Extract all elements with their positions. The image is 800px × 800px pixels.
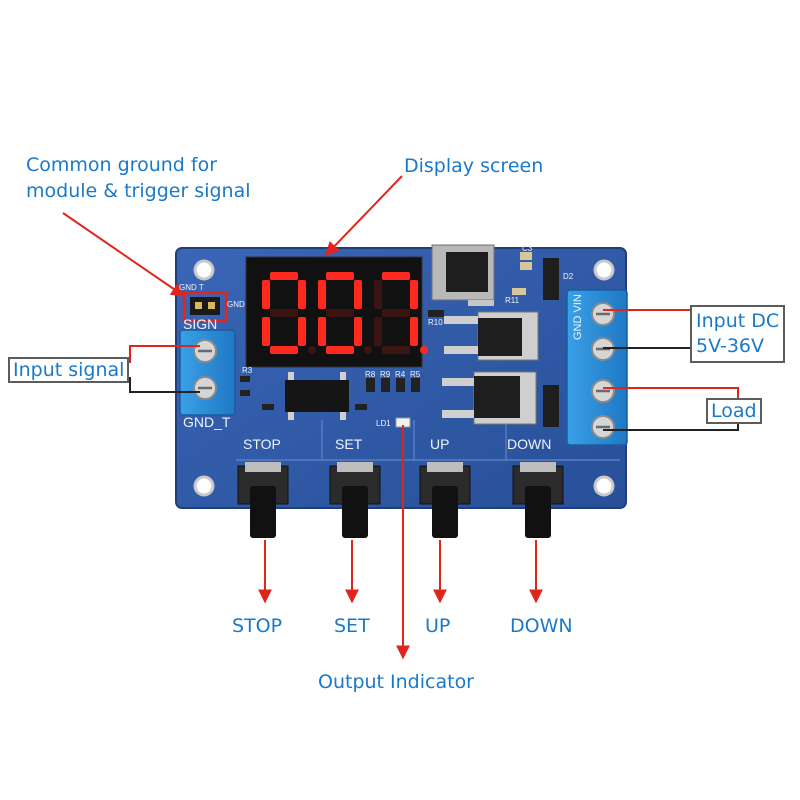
label-up-button: UP bbox=[425, 615, 451, 637]
display-segment bbox=[382, 346, 410, 354]
callout-input-dc: Input DC 5V-36V bbox=[690, 305, 786, 363]
header-pins bbox=[182, 291, 228, 323]
label-set-button: SET bbox=[334, 615, 370, 637]
silk-r8: R8 bbox=[365, 370, 376, 379]
callout-output-indicator: Output Indicator bbox=[318, 671, 474, 693]
tactile-button-set[interactable] bbox=[329, 462, 381, 538]
tactile-button-up[interactable] bbox=[419, 462, 471, 538]
mounting-hole bbox=[593, 475, 615, 497]
display-segment bbox=[270, 272, 298, 280]
display-segment bbox=[270, 346, 298, 354]
silk-gnd-header-right: GND bbox=[227, 300, 245, 309]
callout-arrows bbox=[62, 175, 543, 660]
silk-gnd-vin: GND VIN bbox=[572, 294, 584, 340]
callout-input-dc-line-2: 5V-36V bbox=[696, 335, 765, 357]
display-segment bbox=[326, 346, 354, 354]
display-segment bbox=[298, 317, 306, 346]
silk-sign: SIGN bbox=[183, 316, 218, 332]
silk-r9: R9 bbox=[380, 370, 391, 379]
silk-stop: STOP bbox=[243, 436, 281, 452]
silk-set: SET bbox=[335, 436, 363, 452]
display-segment bbox=[262, 317, 270, 346]
callout-input-dc-line-1: Input DC bbox=[696, 310, 780, 332]
components bbox=[240, 244, 559, 428]
callout-common-ground: Common ground for module & trigger signa… bbox=[26, 152, 251, 204]
display-decimal-point bbox=[420, 346, 428, 354]
display-segment bbox=[382, 309, 410, 317]
display-segment bbox=[354, 317, 362, 346]
display-segment bbox=[354, 280, 362, 309]
seven-segment-display bbox=[245, 256, 428, 368]
display-segment bbox=[326, 272, 354, 280]
signal-terminal-block bbox=[179, 329, 236, 416]
silk-d2: D2 bbox=[563, 272, 574, 281]
silk-r10: R10 bbox=[428, 318, 443, 327]
mounting-hole bbox=[193, 259, 215, 281]
display-segment bbox=[318, 317, 326, 346]
silk-r5: R5 bbox=[410, 370, 421, 379]
display-decimal-point bbox=[308, 346, 316, 354]
silk-r4: R4 bbox=[395, 370, 406, 379]
silk-r3: R3 bbox=[242, 366, 253, 375]
silk-gnd-t-header: GND T bbox=[179, 283, 204, 292]
display-decimal-point bbox=[364, 346, 372, 354]
silk-ld1: LD1 bbox=[376, 419, 391, 428]
tactile-button-stop[interactable] bbox=[237, 462, 289, 538]
callout-input-signal: Input signal bbox=[8, 357, 130, 383]
mounting-hole bbox=[593, 259, 615, 281]
silk-down: DOWN bbox=[507, 436, 552, 452]
display-segment bbox=[318, 280, 326, 309]
silk-r11: R11 bbox=[505, 296, 520, 305]
display-segment bbox=[410, 280, 418, 309]
callout-common-ground-line-1: Common ground for bbox=[26, 154, 218, 176]
power-terminal-block bbox=[566, 289, 628, 446]
display-digits bbox=[262, 272, 428, 354]
label-down-button: DOWN bbox=[510, 615, 573, 637]
display-segment bbox=[270, 309, 298, 317]
silk-c3: C3 bbox=[522, 244, 533, 253]
display-segment bbox=[410, 317, 418, 346]
label-stop-button: STOP bbox=[232, 615, 283, 637]
display-segment bbox=[374, 280, 382, 309]
callout-common-ground-line-2: module & trigger signal bbox=[26, 180, 251, 202]
display-segment bbox=[326, 309, 354, 317]
silk-up: UP bbox=[430, 436, 450, 452]
callout-load: Load bbox=[706, 398, 762, 424]
callout-display-screen: Display screen bbox=[404, 155, 544, 177]
display-segment bbox=[298, 280, 306, 309]
display-segment bbox=[382, 272, 410, 280]
mounting-hole bbox=[193, 475, 215, 497]
silk-gnd-t: GND_T bbox=[183, 414, 231, 430]
display-segment bbox=[374, 317, 382, 346]
display-segment bbox=[262, 280, 270, 309]
tactile-button-down[interactable] bbox=[512, 462, 564, 538]
